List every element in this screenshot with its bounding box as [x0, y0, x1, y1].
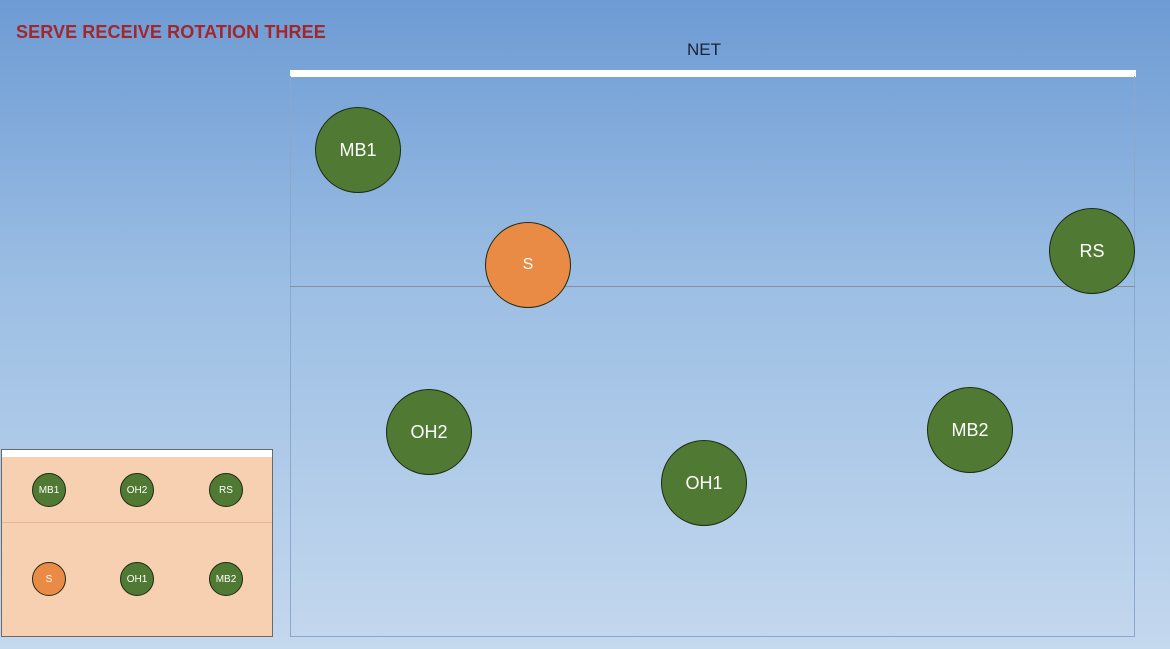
- player-mb2: MB2: [927, 387, 1013, 473]
- inset-player-mb1: MB1: [32, 473, 66, 507]
- player-mb1: MB1: [315, 107, 401, 193]
- player-oh2: OH2: [386, 389, 472, 475]
- net-label: NET: [687, 40, 721, 59]
- inset-player-oh2: OH2: [120, 473, 154, 507]
- inset-player-rs: RS: [209, 473, 243, 507]
- inset-player-setter: S: [32, 562, 66, 596]
- player-rs: RS: [1049, 208, 1135, 294]
- inset-net-line: [2, 450, 272, 457]
- attack-line: [290, 286, 1135, 287]
- player-oh1: OH1: [661, 440, 747, 526]
- court: [290, 76, 1135, 637]
- player-setter: S: [485, 222, 571, 308]
- inset-player-mb2: MB2: [209, 562, 243, 596]
- inset-player-oh1: OH1: [120, 562, 154, 596]
- rotation-inset: MB1 OH2 RS S OH1 MB2: [1, 449, 273, 637]
- inset-attack-line: [2, 522, 272, 523]
- net-line: [290, 70, 1136, 77]
- slide-title: SERVE RECEIVE ROTATION THREE: [16, 22, 326, 42]
